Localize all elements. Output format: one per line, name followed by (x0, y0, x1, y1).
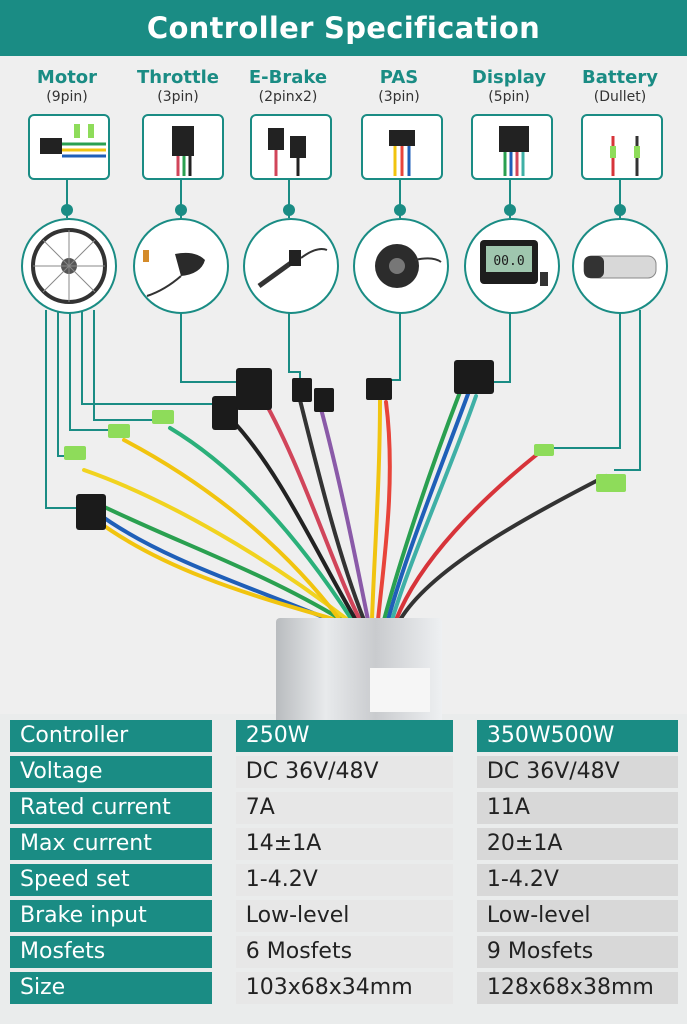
header-label: Controller (10, 720, 212, 752)
row-value: Low-level (235, 900, 453, 932)
table-row: Rated current 7A 11A (10, 792, 678, 824)
row-value: 7A (235, 792, 453, 824)
display-connector-icon (471, 114, 553, 180)
label-motor: Motor (9pin) (36, 67, 98, 106)
motor-connector-icon (28, 114, 110, 180)
pas-sensor-icon (353, 218, 449, 314)
brake-lever-icon (243, 218, 339, 314)
label-throttle: Throttle (3pin) (137, 67, 219, 106)
row-label: Size (10, 972, 212, 1004)
table-row: Voltage DC 36V/48V DC 36V/48V (10, 756, 678, 788)
row-value: 128x68x38mm (476, 972, 678, 1004)
row-value: 103x68x34mm (235, 972, 453, 1004)
row-label: Mosfets (10, 936, 212, 968)
row-label: Max current (10, 828, 212, 860)
spec-table: Controller 250W 350W500W Voltage DC 36V/… (10, 716, 678, 1008)
plugs (64, 360, 626, 530)
label-pas: PAS (3pin) (378, 67, 420, 106)
row-value: 20±1A (476, 828, 678, 860)
row-value: 11A (476, 792, 678, 824)
row-label: Rated current (10, 792, 212, 824)
throttle-connector-icon (142, 114, 224, 180)
header-col-250w: 250W (235, 720, 453, 752)
row-value: 9 Mosfets (476, 936, 678, 968)
row-value: Low-level (476, 900, 678, 932)
battery-connector-icon (581, 114, 663, 180)
title-banner: Controller Specification (0, 0, 687, 56)
row-label: Brake input (10, 900, 212, 932)
wiring-diagram (45, 178, 641, 622)
table-row: Speed set 1-4.2V 1-4.2V (10, 864, 678, 896)
header-col-350w500w: 350W500W (476, 720, 678, 752)
row-label: Voltage (10, 756, 212, 788)
row-value: 1-4.2V (235, 864, 453, 896)
wire-bundle (82, 388, 608, 622)
row-value: DC 36V/48V (476, 756, 678, 788)
pas-connector-icon (361, 114, 443, 180)
table-row: Max current 14±1A 20±1A (10, 828, 678, 860)
label-display: Display (5pin) (471, 67, 547, 106)
display-readout: 00.0 (493, 254, 524, 269)
row-value: DC 36V/48V (235, 756, 453, 788)
table-row: Mosfets 6 Mosfets 9 Mosfets (10, 936, 678, 968)
label-battery: Battery (Dullet) (582, 67, 658, 106)
row-value: 1-4.2V (476, 864, 678, 896)
table-header-row: Controller 250W 350W500W (10, 720, 678, 752)
battery-icon (572, 218, 668, 314)
thumb-throttle-icon (133, 218, 229, 314)
ebrake-connector-icon (250, 114, 332, 180)
table-row: Brake input Low-level Low-level (10, 900, 678, 932)
row-value: 14±1A (235, 828, 453, 860)
hub-motor-wheel-icon (21, 218, 117, 314)
lcd-display-icon: 00.0 (464, 218, 560, 314)
controller-sticker (370, 668, 430, 712)
page-title: Controller Specification (146, 11, 541, 45)
table-row: Size 103x68x34mm 128x68x38mm (10, 972, 678, 1004)
label-ebrake: E-Brake (2pinx2) (248, 67, 328, 106)
row-value: 6 Mosfets (235, 936, 453, 968)
row-label: Speed set (10, 864, 212, 896)
leader-dots (61, 204, 626, 216)
